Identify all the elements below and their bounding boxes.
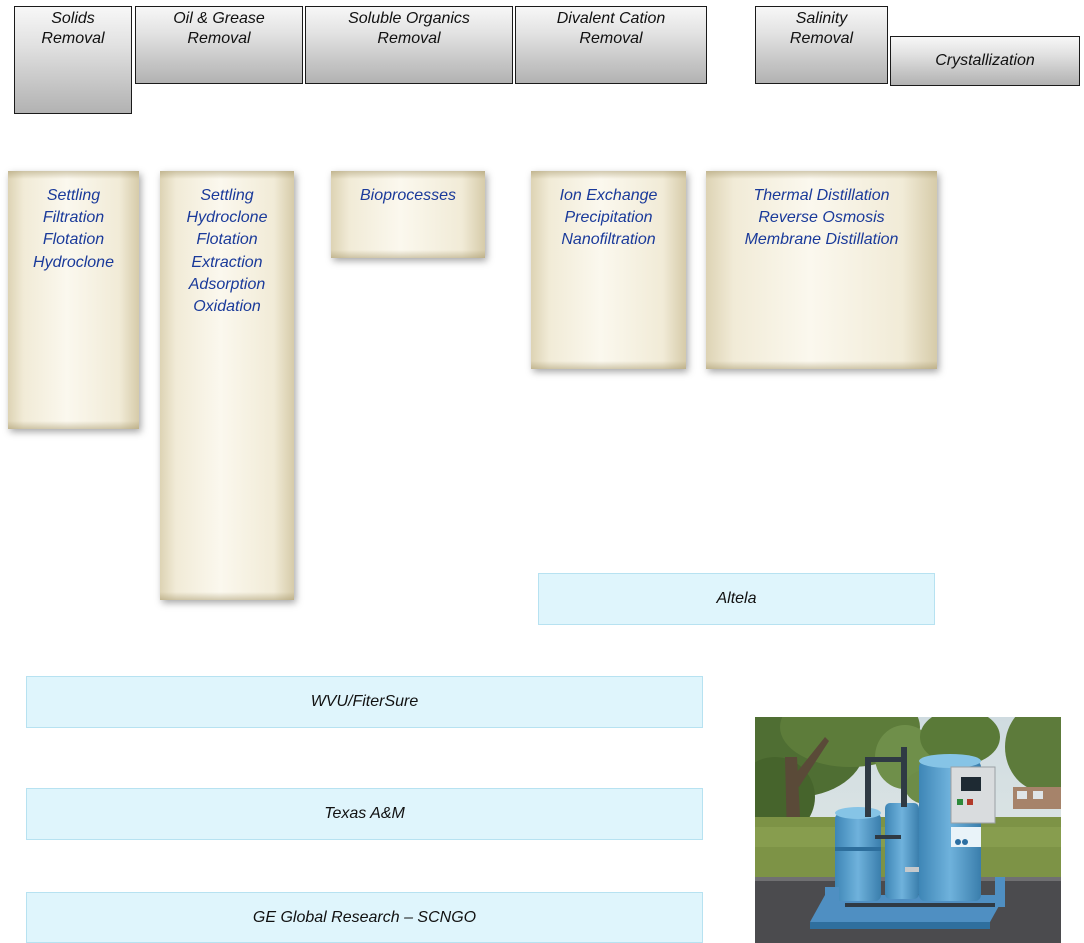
process-item: Oxidation: [193, 298, 261, 316]
developer-label: WVU/FiterSure: [310, 693, 419, 710]
process-item: Adsorption: [188, 275, 266, 293]
header-line: Divalent Cation: [556, 10, 666, 27]
process-item: Precipitation: [564, 209, 653, 227]
process-item: Extraction: [191, 253, 263, 271]
header-line: Solids: [51, 10, 95, 27]
header-line: Removal: [789, 30, 854, 47]
process-item: Reverse Osmosis: [758, 209, 885, 227]
header-crystallization: Crystallization: [890, 36, 1080, 86]
process-scroll-oil-grease: Settling Hydroclone Flotation Extraction…: [160, 171, 294, 600]
header-soluble-organics-removal: Soluble Organics Removal: [305, 6, 513, 84]
developer-band-altela: Altela: [538, 573, 935, 625]
header-line: Oil & Grease: [173, 10, 265, 27]
header-solids-removal: Solids Removal: [14, 6, 132, 114]
process-scroll-solids: Settling Filtration Flotation Hydroclone: [8, 171, 139, 429]
header-line: Removal: [187, 30, 251, 47]
header-divalent-cation-removal: Divalent Cation Removal: [515, 6, 707, 84]
developer-band-ge-global-research: GE Global Research – SCNGO: [26, 892, 703, 943]
treatment-unit-photo: [755, 717, 1061, 943]
header-salinity-removal: Salinity Removal: [755, 6, 888, 84]
developer-label: Texas A&M: [324, 805, 405, 822]
header-line: Removal: [377, 30, 441, 47]
process-scroll-divalent-cation: Ion Exchange Precipitation Nanofiltratio…: [531, 171, 686, 369]
header-line: Removal: [579, 30, 643, 47]
header-line: Crystallization: [935, 52, 1035, 69]
process-item: Ion Exchange: [559, 187, 658, 204]
header-oil-grease-removal: Oil & Grease Removal: [135, 6, 303, 84]
process-item: Settling: [46, 187, 101, 204]
process-item: Hydroclone: [186, 209, 268, 227]
process-item: Thermal Distillation: [753, 187, 890, 204]
developer-label: Altela: [716, 590, 757, 607]
process-item: Filtration: [42, 209, 105, 227]
header-line: Soluble Organics: [348, 10, 470, 27]
header-line: Removal: [41, 30, 105, 47]
process-scroll-soluble-organics: Bioprocesses: [331, 171, 485, 258]
treatment-unit-image: [755, 717, 1061, 943]
process-item: Nanofiltration: [561, 231, 656, 249]
process-item: Membrane Distillation: [744, 231, 899, 249]
process-item: Flotation: [42, 231, 105, 249]
header-line: Salinity: [795, 10, 848, 27]
developer-label: GE Global Research – SCNGO: [252, 908, 477, 926]
process-scroll-salinity: Thermal Distillation Reverse Osmosis Mem…: [706, 171, 937, 369]
process-item: Hydroclone: [33, 253, 114, 271]
process-item: Bioprocesses: [359, 187, 457, 204]
developer-band-texas-am: Texas A&M: [26, 788, 703, 840]
process-item: Settling: [200, 187, 254, 204]
process-item: Flotation: [196, 231, 258, 249]
developer-band-wvu-fitersure: WVU/FiterSure: [26, 676, 703, 728]
